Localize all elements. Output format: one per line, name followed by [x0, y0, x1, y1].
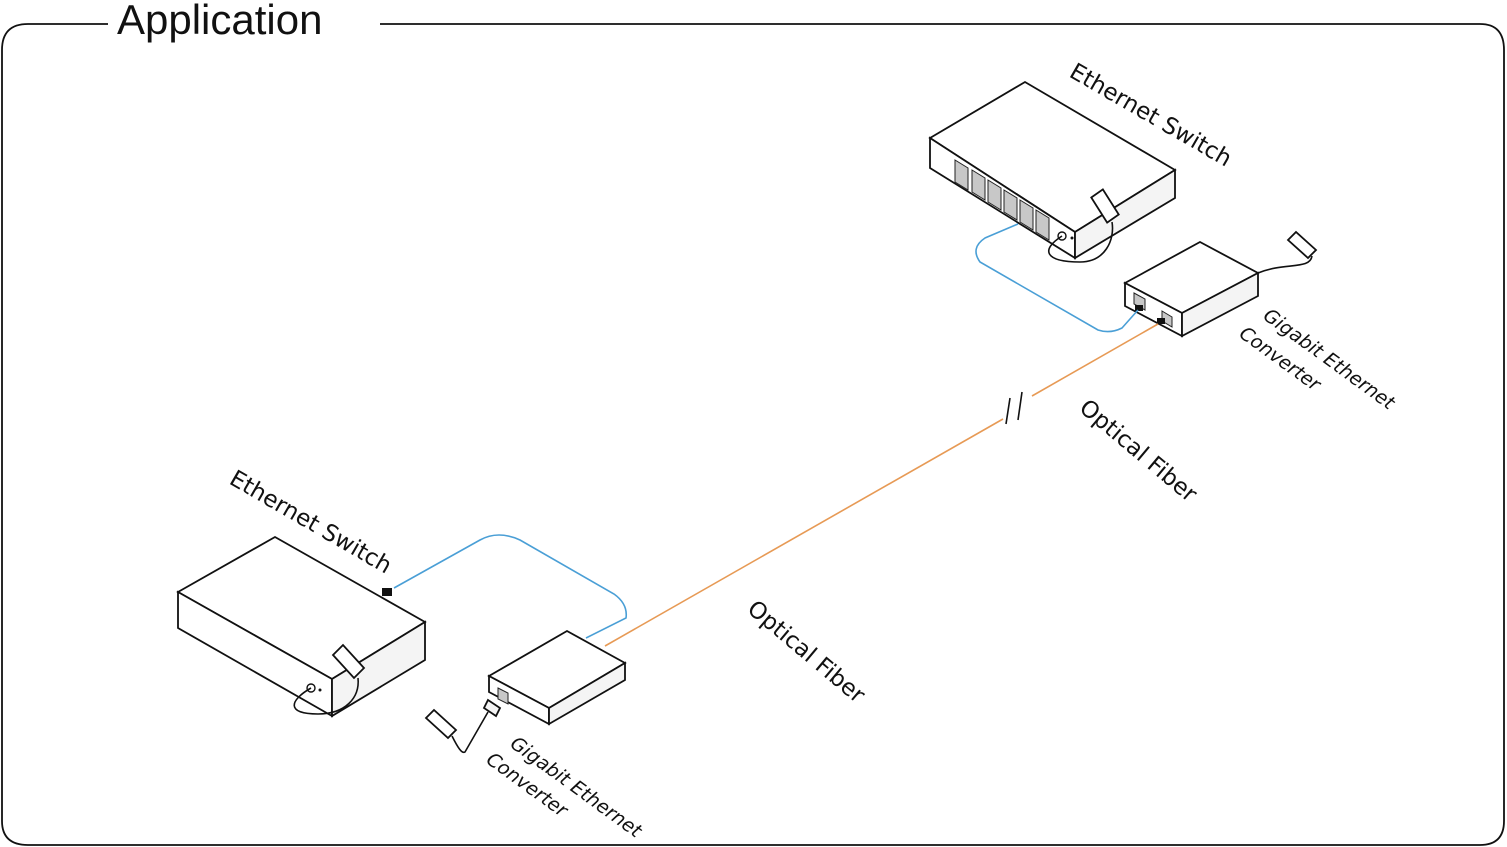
label-optical-fiber-bottom: Optical Fiber [742, 596, 870, 709]
power-adapter-converter-top [1257, 230, 1318, 274]
frame-border [1, 23, 1505, 846]
utp-cable-bottom [393, 534, 628, 639]
fiber-break-mark [1005, 391, 1023, 425]
ethernet-switch-bottom [176, 535, 427, 718]
switch-port-panel [954, 159, 1050, 241]
gigabit-converter-bottom [482, 629, 627, 726]
optical-fiber-line [604, 418, 1004, 647]
utp-cable-top [975, 223, 1139, 333]
gigabit-converter-top [1123, 240, 1260, 338]
label-optical-fiber-top: Optical Fiber [1074, 395, 1202, 508]
frame-title: Application [117, 0, 322, 43]
ethernet-switch-top [928, 80, 1177, 260]
power-adapter-switch-top [1048, 188, 1120, 263]
power-adapter-switch-bottom [293, 643, 366, 715]
optical-fiber-line-upper [1031, 323, 1159, 397]
power-adapter-converter-bottom [424, 708, 489, 754]
